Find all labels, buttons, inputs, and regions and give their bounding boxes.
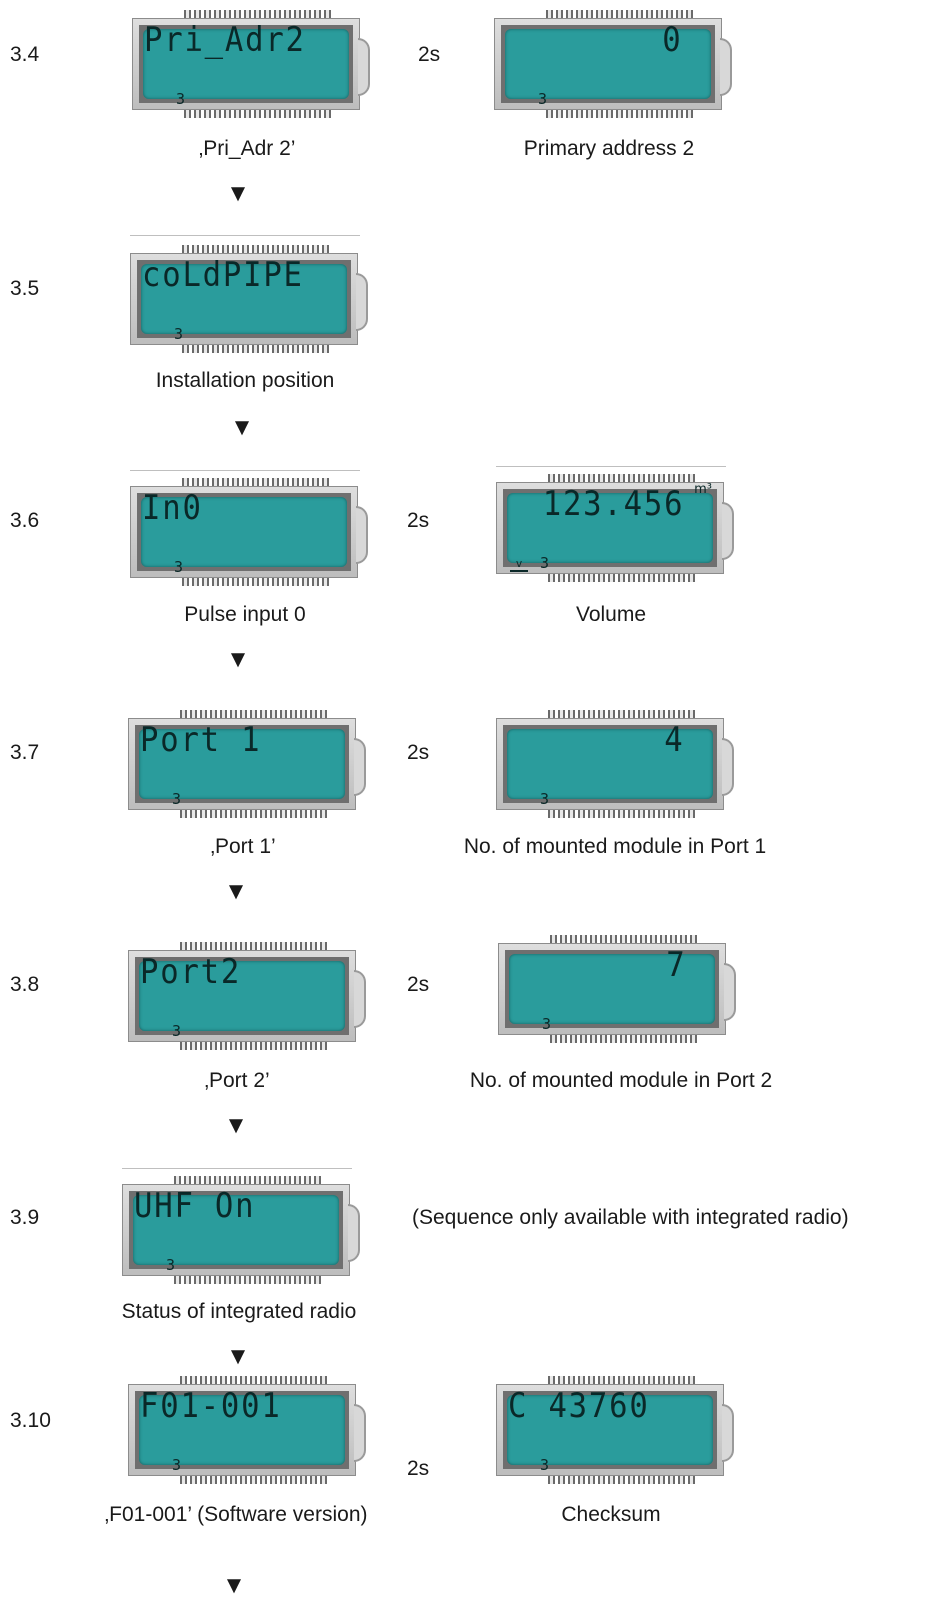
delay-label: 2s xyxy=(418,43,441,66)
caption-software-version: ‚F01-001’ (Software version) xyxy=(104,1503,368,1526)
lcd-display-port1: Port 1 3 xyxy=(128,710,366,820)
down-arrow-icon: ▼ xyxy=(226,180,250,207)
lcd-text: C 43760 xyxy=(508,1386,650,1426)
lcd-index: 3 xyxy=(174,325,184,343)
lcd-display-port2: Port2 3 xyxy=(128,942,366,1052)
lcd-text: 0 xyxy=(661,20,682,60)
step-number-3-4: 3.4 xyxy=(10,43,40,66)
down-arrow-icon: ▼ xyxy=(226,1343,250,1370)
lcd-text: UHF On xyxy=(134,1186,256,1226)
lcd-text: In0 xyxy=(142,488,203,528)
lcd-index: 3 xyxy=(166,1256,176,1274)
lcd-text: coLdPIPE xyxy=(142,255,304,295)
lcd-unit: m³ xyxy=(694,482,712,497)
caption-module-port2: No. of mounted module in Port 2 xyxy=(469,1069,773,1092)
lcd-display-pri-adr2: Pri_Adr2 3 xyxy=(132,10,370,120)
lcd-display-uhf-on: UHF On 3 xyxy=(122,1168,360,1286)
lcd-index: 3 xyxy=(172,790,182,808)
lcd-text: Port2 xyxy=(140,952,242,992)
lcd-index: 3 xyxy=(540,554,550,572)
lcd-index: 3 xyxy=(172,1456,182,1474)
lcd-text: 4 xyxy=(663,720,684,760)
caption-volume: Volume xyxy=(575,603,647,626)
delay-label: 2s xyxy=(407,741,430,764)
lcd-display-primary-address: 0 3 xyxy=(494,10,732,120)
lcd-volume-marker: v xyxy=(510,557,528,572)
lcd-index: 3 xyxy=(176,90,186,108)
step-number-3-5: 3.5 xyxy=(10,277,40,300)
delay-label: 2s xyxy=(407,1457,430,1480)
lcd-display-module-port1: 4 3 xyxy=(496,710,734,820)
lcd-text: Pri_Adr2 xyxy=(144,20,306,60)
caption-port2: ‚Port 2’ xyxy=(204,1069,270,1092)
lcd-index: 3 xyxy=(542,1015,552,1033)
lcd-index: 3 xyxy=(174,558,184,576)
lcd-text: F01-001 xyxy=(140,1386,282,1426)
lcd-index: 3 xyxy=(538,90,548,108)
step-number-3-8: 3.8 xyxy=(10,973,40,996)
down-arrow-icon: ▼ xyxy=(226,646,250,673)
lcd-index: 3 xyxy=(172,1022,182,1040)
lcd-text: Port 1 xyxy=(140,720,262,760)
caption-module-port1: No. of mounted module in Port 1 xyxy=(463,835,767,858)
lcd-text: 123.456 xyxy=(542,484,684,524)
caption-radio-status: Status of integrated radio xyxy=(121,1300,357,1323)
lcd-index: 3 xyxy=(540,1456,550,1474)
delay-label: 2s xyxy=(407,509,430,532)
step-number-3-7: 3.7 xyxy=(10,741,40,764)
step-number-3-10: 3.10 xyxy=(10,1409,51,1432)
step-number-3-9: 3.9 xyxy=(10,1206,40,1229)
down-arrow-icon: ▼ xyxy=(224,878,248,905)
lcd-display-volume: 123.456 v 3 m³ xyxy=(496,466,734,584)
delay-label: 2s xyxy=(407,973,430,996)
lcd-index: 3 xyxy=(540,790,550,808)
down-arrow-icon: ▼ xyxy=(224,1112,248,1139)
caption-checksum: Checksum xyxy=(561,1503,661,1526)
lcd-display-in0: In0 3 xyxy=(130,470,368,588)
lcd-display-cold-pipe: coLdPIPE 3 xyxy=(130,235,368,355)
caption-pri-adr2: ‚Pri_Adr 2’ xyxy=(198,137,296,160)
down-arrow-icon: ▼ xyxy=(230,414,254,441)
caption-primary-address: Primary address 2 xyxy=(523,137,695,160)
caption-port1: ‚Port 1’ xyxy=(210,835,276,858)
lcd-text: 7 xyxy=(665,945,686,985)
caption-pulse-input: Pulse input 0 xyxy=(184,603,306,626)
caption-installation-position: Installation position xyxy=(155,369,335,392)
radio-availability-note: (Sequence only available with integrated… xyxy=(412,1206,849,1229)
lcd-display-module-port2: 7 3 xyxy=(498,935,736,1045)
lcd-display-software-version: F01-001 3 xyxy=(128,1376,366,1486)
down-arrow-icon: ▼ xyxy=(222,1572,246,1599)
step-number-3-6: 3.6 xyxy=(10,509,40,532)
lcd-display-checksum: C 43760 3 xyxy=(496,1376,734,1486)
